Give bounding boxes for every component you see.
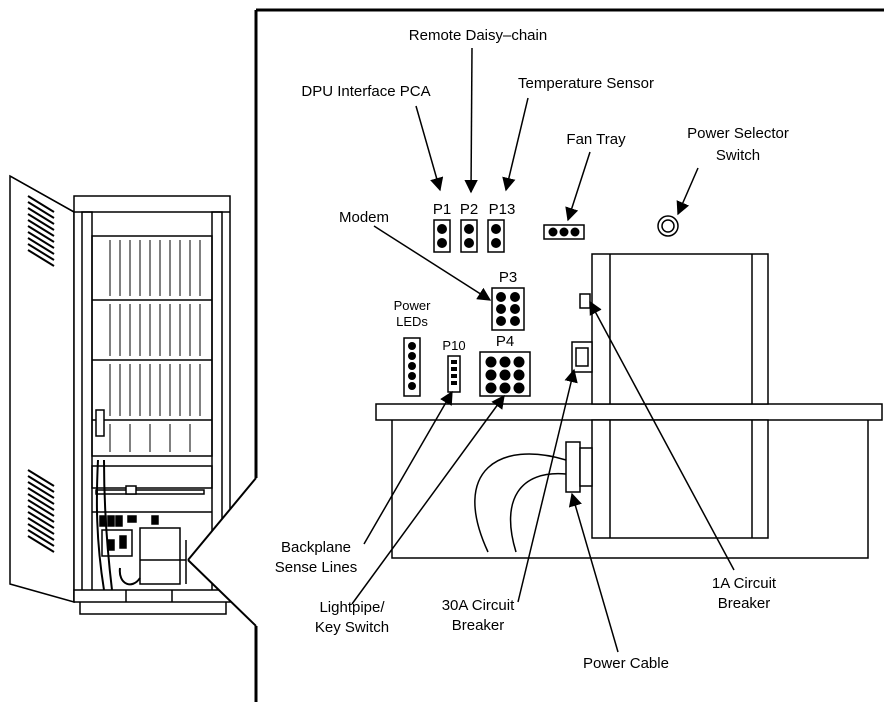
cabinet-overview <box>9 174 231 615</box>
connector-p13 <box>487 219 505 253</box>
label-1a-breaker-line2: Breaker <box>718 595 771 612</box>
connector-label-p2: P2 <box>460 201 478 218</box>
connector-p10 <box>447 355 461 393</box>
arrow-fan-tray <box>565 151 591 222</box>
connector-fan-tray <box>543 224 585 240</box>
power-selector-switch <box>657 215 679 237</box>
leader-arrows <box>351 47 735 653</box>
label-power-cable: Power Cable <box>583 655 669 672</box>
label-temperature-sensor: Temperature Sensor <box>518 75 654 92</box>
arrow-backplane-sense <box>363 390 453 545</box>
arrow-lightpipe <box>351 394 505 605</box>
cabinet-body <box>73 195 231 615</box>
label-backplane-line1: Backplane <box>281 539 351 556</box>
arrow-dpu-interface-pca <box>415 105 444 192</box>
door-vent-louvers-top <box>27 195 55 267</box>
label-modem: Modem <box>339 209 389 226</box>
label-power-leds-line2: LEDs <box>396 314 428 329</box>
connector-labels: P1 P2 P13 P3 P4 P10 <box>433 201 517 353</box>
labels: Remote Daisy–chain DPU Interface PCA Tem… <box>275 27 789 672</box>
power-chassis <box>375 253 883 559</box>
detail-frame <box>254 8 884 702</box>
label-power-selector-line1: Power Selector <box>687 125 789 142</box>
door-vent-louvers-bottom <box>27 469 55 553</box>
label-dpu-interface-pca: DPU Interface PCA <box>301 83 430 100</box>
connector-p1 <box>433 219 451 253</box>
label-30a-breaker-line1: 30A Circuit <box>442 597 515 614</box>
arrow-1a-breaker <box>589 300 735 571</box>
label-power-leds-line1: Power <box>394 298 432 313</box>
connector-label-p13: P13 <box>489 201 516 218</box>
connector-label-p1: P1 <box>433 201 451 218</box>
cabinet-door <box>9 174 75 603</box>
connector-p2 <box>460 219 478 253</box>
arrow-power-selector <box>676 167 699 216</box>
connector-label-p4: P4 <box>496 333 514 350</box>
connector-label-p3: P3 <box>499 269 517 286</box>
arrow-remote-daisy-chain <box>464 47 478 194</box>
connector-label-p10: P10 <box>442 338 465 353</box>
label-backplane-line2: Sense Lines <box>275 559 358 576</box>
label-remote-daisy-chain: Remote Daisy–chain <box>409 27 547 44</box>
card-cage-slots <box>109 240 201 452</box>
arrow-30a-breaker <box>517 368 578 603</box>
power-leds <box>403 337 421 397</box>
arrow-temperature-sensor <box>502 97 529 192</box>
label-30a-breaker-line2: Breaker <box>452 617 505 634</box>
label-lightpipe-line2: Key Switch <box>315 619 389 636</box>
arrow-power-cable <box>568 492 619 653</box>
connector-p4 <box>479 351 531 397</box>
zoom-callout <box>187 477 257 627</box>
label-power-selector-line2: Switch <box>716 147 760 164</box>
label-fan-tray: Fan Tray <box>566 131 626 148</box>
label-1a-breaker-line1: 1A Circuit <box>712 575 777 592</box>
connector-p3 <box>491 287 525 331</box>
arrow-modem <box>373 225 492 301</box>
label-lightpipe-line1: Lightpipe/ <box>319 599 385 616</box>
